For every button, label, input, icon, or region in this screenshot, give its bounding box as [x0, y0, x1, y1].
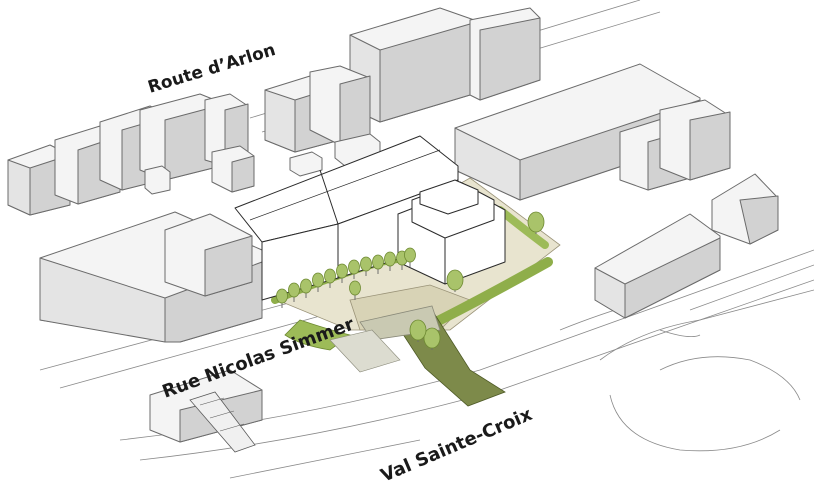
existing-buildings-west — [39, 211, 263, 443]
tree — [288, 282, 300, 298]
existing-buildings-east — [454, 63, 779, 319]
tree — [324, 268, 336, 284]
tree — [404, 247, 416, 263]
tree — [423, 327, 441, 349]
trees — [276, 211, 545, 350]
tree — [446, 269, 464, 291]
tree — [527, 211, 545, 233]
tree — [276, 288, 288, 304]
tree — [312, 272, 324, 288]
tree — [384, 251, 396, 267]
tree — [348, 259, 360, 275]
tree — [300, 278, 312, 294]
tree — [372, 254, 384, 270]
street-label-route-darlon: Route d’Arlon — [146, 40, 278, 98]
tree — [349, 280, 361, 296]
existing-buildings-north — [7, 7, 541, 216]
tree — [409, 319, 427, 341]
tree — [336, 263, 348, 279]
tree — [360, 256, 372, 272]
